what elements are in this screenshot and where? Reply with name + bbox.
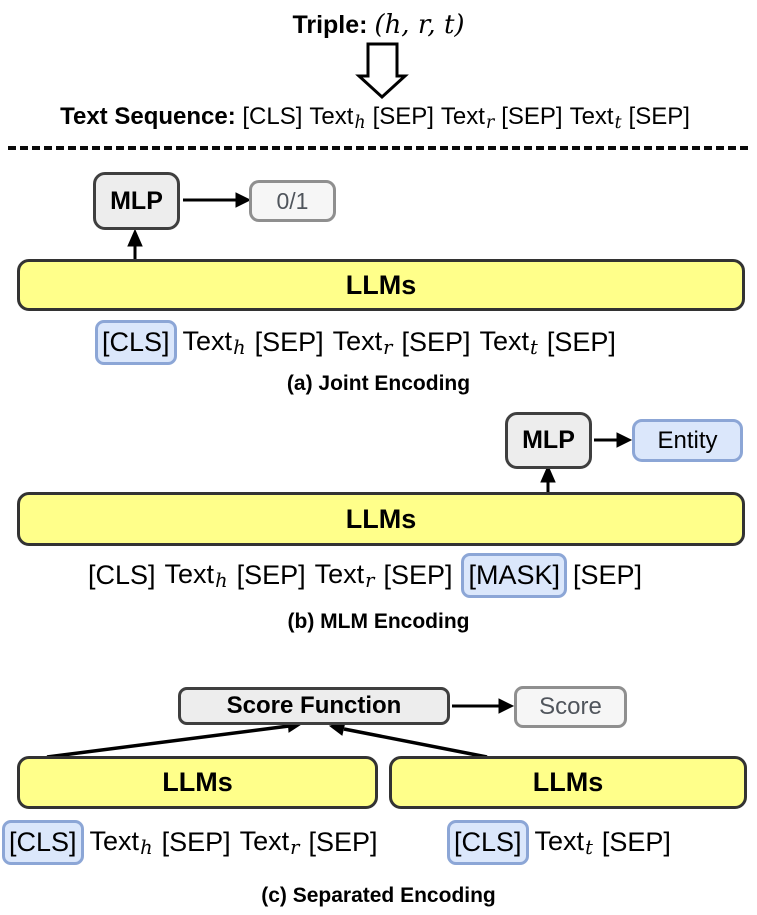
token-subscript: t [530,335,538,359]
triple-header: Triple: (h, r, t) [0,10,757,40]
token: [SEP] [628,103,690,130]
token-subscript: h [233,335,246,359]
llms-label-a: LLMs [345,269,417,300]
token: [SEP] [308,827,378,857]
arrowhead-b-right [616,432,633,448]
token-subscript: r [290,835,300,859]
arrowhead-a-right [235,192,252,208]
token: [SEP] [601,827,671,857]
entity-box-b: Entity [632,419,743,462]
arrow-c-left-llms-to-scorefn [46,724,290,759]
arrow-c-right-llms-to-scorefn [343,727,488,759]
token: Textt [569,103,622,133]
text-sequence-row: Text Sequence: [CLS]Texth[SEP]Textr[SEP]… [0,103,757,133]
caption-b: (b) MLM Encoding [287,610,470,633]
llms-box-b: LLMs [17,492,745,546]
token: [SEP] [372,103,434,130]
dashed-divider [8,146,748,150]
llms-label-c-right: LLMs [532,767,604,797]
score-label: Score [539,693,602,720]
caption-a: (a) Joint Encoding [286,372,471,395]
down-block-arrow-icon [355,42,409,100]
mlp-box-b: MLP [505,412,592,469]
score-function-label: Score Function [226,692,402,719]
token-subscript: t [614,112,622,133]
token: Texth [164,558,228,592]
token-subscript: h [140,835,153,859]
score-function-box: Score Function [178,687,450,725]
llms-label-c-left: LLMs [162,767,233,797]
token: Textt [479,325,538,359]
text-sequence-tokens: [CLS]Texth[SEP]Textr[SEP]Textt[SEP] [242,103,697,133]
token: [SEP] [254,327,324,357]
token-row-c-right: [CLS]Textt [SEP] [447,820,680,866]
text-sequence-label: Text Sequence: [60,103,236,130]
arrowhead-a-up [127,228,143,247]
token: [SEP] [383,560,453,590]
token-row-a: [CLS]Texth [SEP] Textr [SEP] Textt [SEP] [95,320,625,366]
output-label-a: 0/1 [276,187,309,214]
token-highlighted: [CLS] [447,820,529,866]
triple-math: (h, r, t) [374,10,465,40]
mlp-label-b: MLP [522,426,575,454]
token: Texth [309,103,366,133]
mlp-box-a: MLP [93,172,180,230]
token: [CLS] [242,103,303,130]
entity-label-b: Entity [657,426,718,454]
mlp-label-a: MLP [110,186,163,215]
token-subscript: h [215,568,228,592]
caption-c: (c) Separated Encoding [261,884,496,907]
token: [SEP] [161,827,231,857]
llms-label-b: LLMs [345,503,417,534]
output-box-a: 0/1 [249,180,336,222]
token: [SEP] [501,103,563,130]
token-row-b: [CLS]Texth[SEP]Textr[SEP][MASK][SEP] [88,553,651,599]
token: [CLS] [88,560,156,590]
token-subscript: r [383,335,393,359]
token: Textr [314,558,375,592]
token: Textr [239,825,300,859]
arrowhead-c-right [498,698,515,714]
llms-box-c-left: LLMs [17,756,378,809]
token: [SEP] [546,327,616,357]
token: [SEP] [573,560,643,590]
token: [SEP] [236,560,306,590]
token-subscript: r [485,112,495,133]
token-highlighted: [MASK] [461,553,568,599]
token-highlighted: [CLS] [95,320,177,366]
token: Textt [534,825,593,859]
token: Texth [89,825,153,859]
token-subscript: t [585,835,593,859]
token-subscript: r [365,568,375,592]
token-highlighted: [CLS] [2,820,84,866]
token: Texth [182,325,246,359]
triple-label: Triple: [292,11,368,39]
llms-box-a: LLMs [17,259,745,311]
token-row-c-left: [CLS]Texth [SEP] Textr [SEP] [2,820,386,866]
llms-box-c-right: LLMs [389,756,747,809]
score-box: Score [514,686,627,728]
token: Textr [332,325,393,359]
token: Textr [440,103,495,133]
token: [SEP] [401,327,471,357]
token-subscript: h [354,112,366,133]
